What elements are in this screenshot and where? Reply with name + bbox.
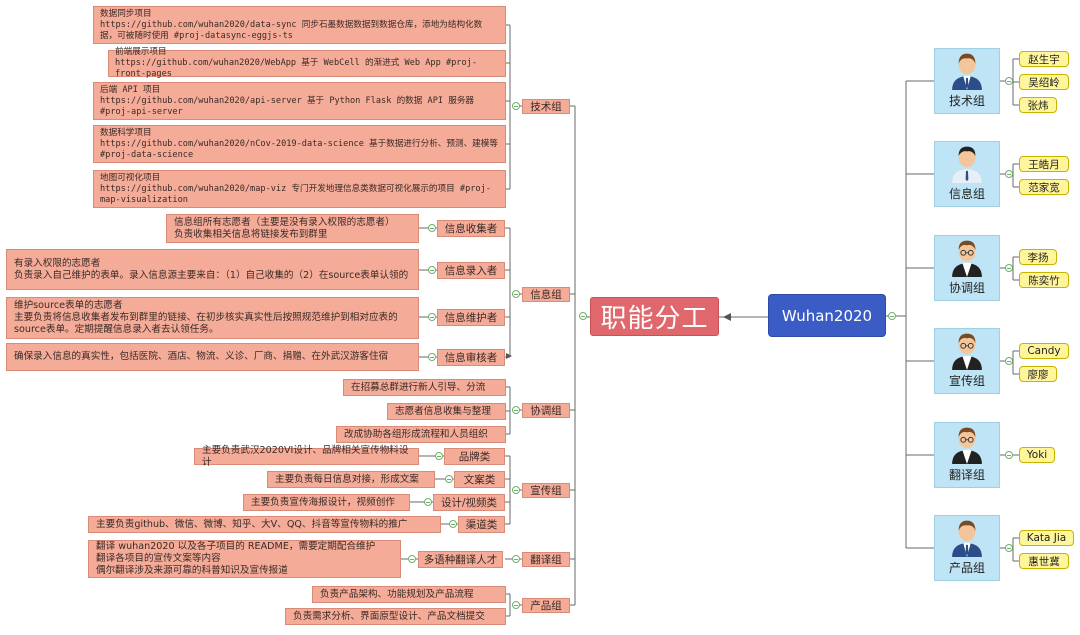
- collapse-toggle-icon[interactable]: [445, 475, 453, 483]
- male-glasses-vest-icon: [952, 240, 982, 277]
- team-name: 产品组: [948, 561, 985, 575]
- info-reviewer-desc[interactable]: 确保录入信息的真实性，包括医院、酒店、物流、义诊、厂商、捐赠、在外武汉游客住宿: [6, 343, 419, 371]
- role-info-reviewer[interactable]: 信息审核者: [437, 349, 505, 366]
- role-copywriting[interactable]: 文案类: [454, 471, 505, 488]
- collapse-toggle-icon[interactable]: [512, 486, 520, 494]
- collapse-toggle-icon[interactable]: [512, 406, 520, 414]
- member-tag[interactable]: 惠世冀: [1019, 553, 1069, 569]
- team-name: 信息组: [948, 187, 985, 201]
- role-brand[interactable]: 品牌类: [444, 448, 505, 465]
- collapse-toggle-icon[interactable]: [408, 555, 416, 563]
- product-task-requirements[interactable]: 负责需求分析、界面原型设计、产品文档提交: [285, 608, 506, 625]
- coord-task-process[interactable]: 改成协助各组形成流程和人员组织: [336, 426, 506, 443]
- tech-project-data-sync[interactable]: 数据同步项目 https://github.com/wuhan2020/data…: [93, 6, 506, 44]
- role-translator[interactable]: 多语种翻译人才: [418, 551, 503, 568]
- product-task-architecture[interactable]: 负责产品架构、功能规划及产品流程: [312, 586, 506, 603]
- arrow-icon: [506, 353, 512, 359]
- translation-desc[interactable]: 翻译 wuhan2020 以及各子项目的 README，需要定期配合维护 翻译各…: [88, 540, 401, 578]
- team-name: 协调组: [948, 281, 985, 295]
- collapse-toggle-icon[interactable]: [424, 498, 432, 506]
- collapse-toggle-icon[interactable]: [1005, 77, 1013, 85]
- male-suit-icon: [952, 520, 982, 557]
- collapse-toggle-icon[interactable]: [512, 102, 520, 110]
- male-shirt-icon: [952, 146, 982, 183]
- member-tag[interactable]: 陈奕竹: [1019, 272, 1069, 288]
- tech-project-data-science[interactable]: 数据科学项目 https://github.com/wuhan2020/nCov…: [93, 125, 506, 163]
- collapse-toggle-icon[interactable]: [449, 520, 457, 528]
- male-suit-icon: [952, 53, 982, 90]
- collapse-toggle-icon[interactable]: [1005, 357, 1013, 365]
- member-tag[interactable]: 赵生宇: [1019, 51, 1069, 67]
- member-tag[interactable]: Kata Jia: [1019, 530, 1074, 546]
- publicity-design-desc[interactable]: 主要负责宣传海报设计，视频创作: [243, 494, 410, 511]
- info-entry-desc[interactable]: 有录入权限的志愿者 负责录入自己维护的表单。录入信息源主要来自：（1）自己收集的…: [6, 249, 419, 290]
- tech-project-api-server[interactable]: 后端 API 项目 https://github.com/wuhan2020/a…: [93, 82, 506, 120]
- role-design-video[interactable]: 设计/视频类: [433, 494, 505, 511]
- team-name: 翻译组: [948, 468, 985, 482]
- collapse-toggle-icon[interactable]: [512, 290, 520, 298]
- member-tag[interactable]: 张炜: [1019, 97, 1057, 113]
- team-card-coord[interactable]: 协调组: [934, 235, 1000, 301]
- role-info-collector[interactable]: 信息收集者: [437, 220, 505, 237]
- collapse-toggle-icon[interactable]: [512, 601, 520, 609]
- collapse-toggle-icon[interactable]: [428, 266, 436, 274]
- info-maintainer-desc[interactable]: 维护source表单的志愿者 主要负责将信息收集者发布到群里的链接、在初步核实真…: [6, 297, 419, 339]
- group-node-coord[interactable]: 协调组: [522, 403, 570, 418]
- member-tag[interactable]: 李扬: [1019, 249, 1057, 265]
- group-node-translation[interactable]: 翻译组: [522, 552, 570, 567]
- team-card-translation[interactable]: 翻译组: [934, 422, 1000, 488]
- member-tag[interactable]: 吴绍岭: [1019, 74, 1069, 90]
- group-node-tech[interactable]: 技术组: [522, 99, 570, 114]
- member-tag[interactable]: 廖廖: [1019, 366, 1057, 382]
- male-glasses-vest-icon: [952, 333, 982, 370]
- collapse-toggle-icon[interactable]: [888, 312, 896, 320]
- team-card-info[interactable]: 信息组: [934, 141, 1000, 207]
- root-topic-wuhan2020[interactable]: Wuhan2020: [768, 294, 886, 337]
- info-collector-desc[interactable]: 信息组所有志愿者（主要是没有录入权限的志愿者） 负责收集相关信息将链接发布到群里: [166, 214, 419, 243]
- role-channel[interactable]: 渠道类: [458, 516, 505, 533]
- member-tag[interactable]: 王皓月: [1019, 156, 1069, 172]
- collapse-toggle-icon[interactable]: [428, 353, 436, 361]
- collapse-toggle-icon[interactable]: [1005, 451, 1013, 459]
- member-tag[interactable]: Candy: [1019, 343, 1069, 359]
- male-glasses-vest-icon: [952, 427, 982, 464]
- central-topic[interactable]: 职能分工: [590, 297, 719, 336]
- collapse-toggle-icon[interactable]: [435, 452, 443, 460]
- collapse-toggle-icon[interactable]: [428, 224, 436, 232]
- tech-project-map-viz[interactable]: 地图可视化项目 https://github.com/wuhan2020/map…: [93, 170, 506, 208]
- publicity-brand-desc[interactable]: 主要负责武汉2020VI设计、品牌相关宣传物料设计: [194, 445, 419, 468]
- team-name: 技术组: [948, 94, 985, 108]
- collapse-toggle-icon[interactable]: [428, 313, 436, 321]
- arrow-icon: [723, 313, 731, 321]
- group-node-info[interactable]: 信息组: [522, 287, 570, 302]
- team-name: 宣传组: [948, 374, 985, 388]
- group-node-product[interactable]: 产品组: [522, 598, 570, 613]
- team-card-product[interactable]: 产品组: [934, 515, 1000, 581]
- coord-task-volunteer-info[interactable]: 志愿者信息收集与整理: [387, 403, 506, 420]
- role-info-maintainer[interactable]: 信息维护者: [437, 309, 505, 326]
- collapse-toggle-icon[interactable]: [579, 312, 587, 320]
- publicity-copy-desc[interactable]: 主要负责每日信息对接，形成文案: [267, 471, 435, 488]
- collapse-toggle-icon[interactable]: [1005, 544, 1013, 552]
- collapse-toggle-icon[interactable]: [1005, 264, 1013, 272]
- role-info-entry[interactable]: 信息录入者: [437, 262, 505, 279]
- group-node-publicity[interactable]: 宣传组: [522, 483, 570, 498]
- coord-task-onboarding[interactable]: 在招募总群进行新人引导、分流: [343, 379, 506, 396]
- team-card-tech[interactable]: 技术组: [934, 48, 1000, 114]
- member-tag[interactable]: Yoki: [1019, 447, 1055, 463]
- tech-project-webapp[interactable]: 前端展示项目 https://github.com/wuhan2020/WebA…: [108, 47, 506, 79]
- collapse-toggle-icon[interactable]: [1005, 170, 1013, 178]
- publicity-channel-desc[interactable]: 主要负责github、微信、微博、知乎、大V、QQ、抖音等宣传物料的推广: [88, 516, 441, 533]
- team-card-publicity[interactable]: 宣传组: [934, 328, 1000, 394]
- member-tag[interactable]: 范家宽: [1019, 179, 1069, 195]
- collapse-toggle-icon[interactable]: [512, 555, 520, 563]
